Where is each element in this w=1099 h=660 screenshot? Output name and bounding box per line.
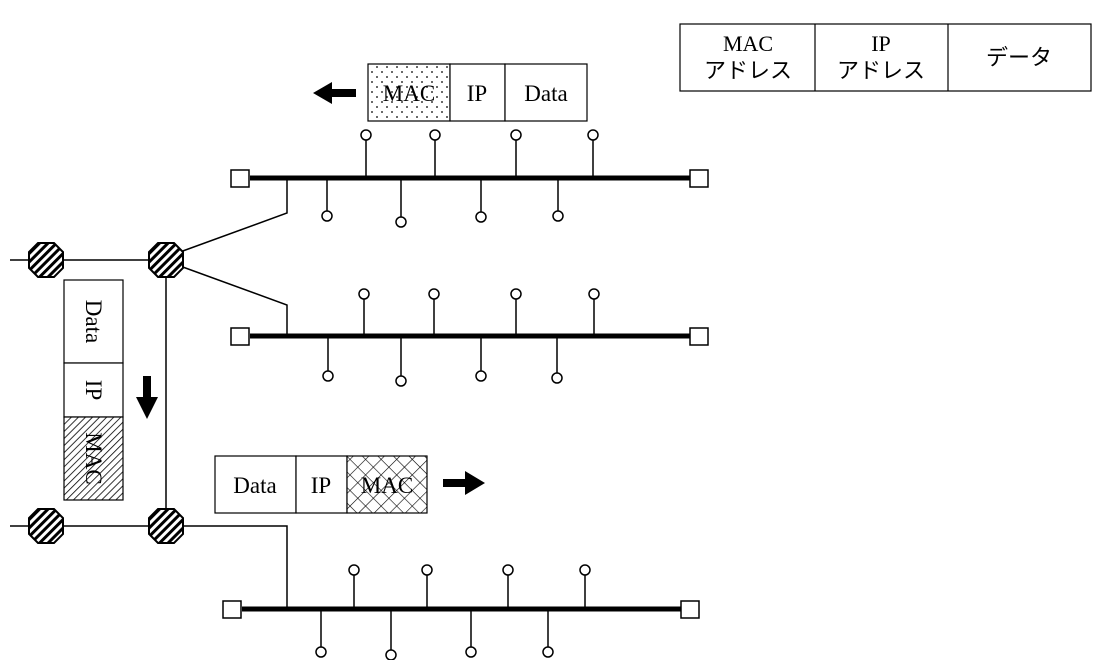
terminator-icon: [222, 600, 242, 619]
arrow-down-icon: [136, 376, 158, 419]
packet-vertical-mac-label: MAC: [81, 432, 106, 484]
lan-segment-1: [230, 129, 709, 228]
host-icon: [421, 564, 433, 576]
host-icon: [321, 210, 333, 222]
host-icon: [475, 370, 487, 382]
router-icon: [148, 242, 184, 278]
packet-vertical-ip-label: IP: [81, 380, 106, 400]
host-icon: [348, 564, 360, 576]
packet-vertical-mac-cell: [63, 416, 124, 501]
packet-vertical: Data IP MAC: [63, 279, 158, 501]
router-icon: [28, 242, 64, 278]
router-icon: [148, 508, 184, 544]
host-icon: [510, 129, 522, 141]
router-links: [10, 178, 288, 609]
router-icon: [28, 508, 64, 544]
packet-top-mac-cell: [367, 63, 451, 122]
host-icon: [358, 288, 370, 300]
host-icon: [395, 375, 407, 387]
legend-mac-sublabel: アドレス: [704, 58, 792, 83]
host-icon: [587, 129, 599, 141]
packet-vertical-data-cell: [63, 279, 124, 364]
terminator-icon: [680, 600, 700, 619]
packet-top-mac-label: MAC: [383, 81, 435, 106]
packet-top-ip-label: IP: [467, 81, 487, 106]
host-icon: [502, 564, 514, 576]
host-icon: [429, 129, 441, 141]
host-icon: [588, 288, 600, 300]
packet-bottom-ip-cell: [295, 455, 348, 514]
packet-top-data-label: Data: [524, 81, 567, 106]
lan-segment-2: [230, 288, 709, 387]
host-icon: [475, 211, 487, 223]
host-icon: [385, 649, 397, 660]
packet-top-ip-cell: [449, 63, 506, 122]
packet-format-legend: MAC アドレス IP アドレス データ: [679, 23, 1092, 92]
host-icon: [322, 370, 334, 382]
host-icon: [315, 646, 327, 658]
host-icon: [542, 646, 554, 658]
packet-top-data-cell: [504, 63, 588, 122]
host-icon: [395, 216, 407, 228]
packet-bottom-data-label: Data: [233, 473, 276, 498]
legend-data-label: データ: [986, 45, 1052, 70]
packet-top: MAC IP Data: [313, 63, 588, 122]
legend-ip-sublabel: アドレス: [837, 58, 925, 83]
packet-bottom-ip-label: IP: [311, 473, 331, 498]
terminator-icon: [689, 327, 709, 346]
packet-bottom: Data IP MAC: [214, 455, 485, 514]
host-icon: [428, 288, 440, 300]
legend-mac-label: MAC: [723, 31, 773, 56]
legend-ip-label: IP: [871, 31, 891, 56]
terminator-icon: [230, 169, 250, 188]
host-icon: [579, 564, 591, 576]
host-icon: [465, 646, 477, 658]
host-icon: [360, 129, 372, 141]
terminator-icon: [230, 327, 250, 346]
arrow-left-icon: [313, 82, 356, 104]
packet-bottom-mac-label: MAC: [361, 473, 413, 498]
packet-vertical-data-label: Data: [81, 300, 106, 343]
host-icon: [551, 372, 563, 384]
host-icon: [552, 210, 564, 222]
packet-bottom-mac-cell: [346, 455, 428, 514]
lan-segment-3: [222, 564, 700, 660]
arrow-right-icon: [443, 471, 485, 495]
packet-vertical-ip-cell: [63, 362, 124, 418]
terminator-icon: [689, 169, 709, 188]
packet-bottom-data-cell: [214, 455, 297, 514]
host-icon: [510, 288, 522, 300]
